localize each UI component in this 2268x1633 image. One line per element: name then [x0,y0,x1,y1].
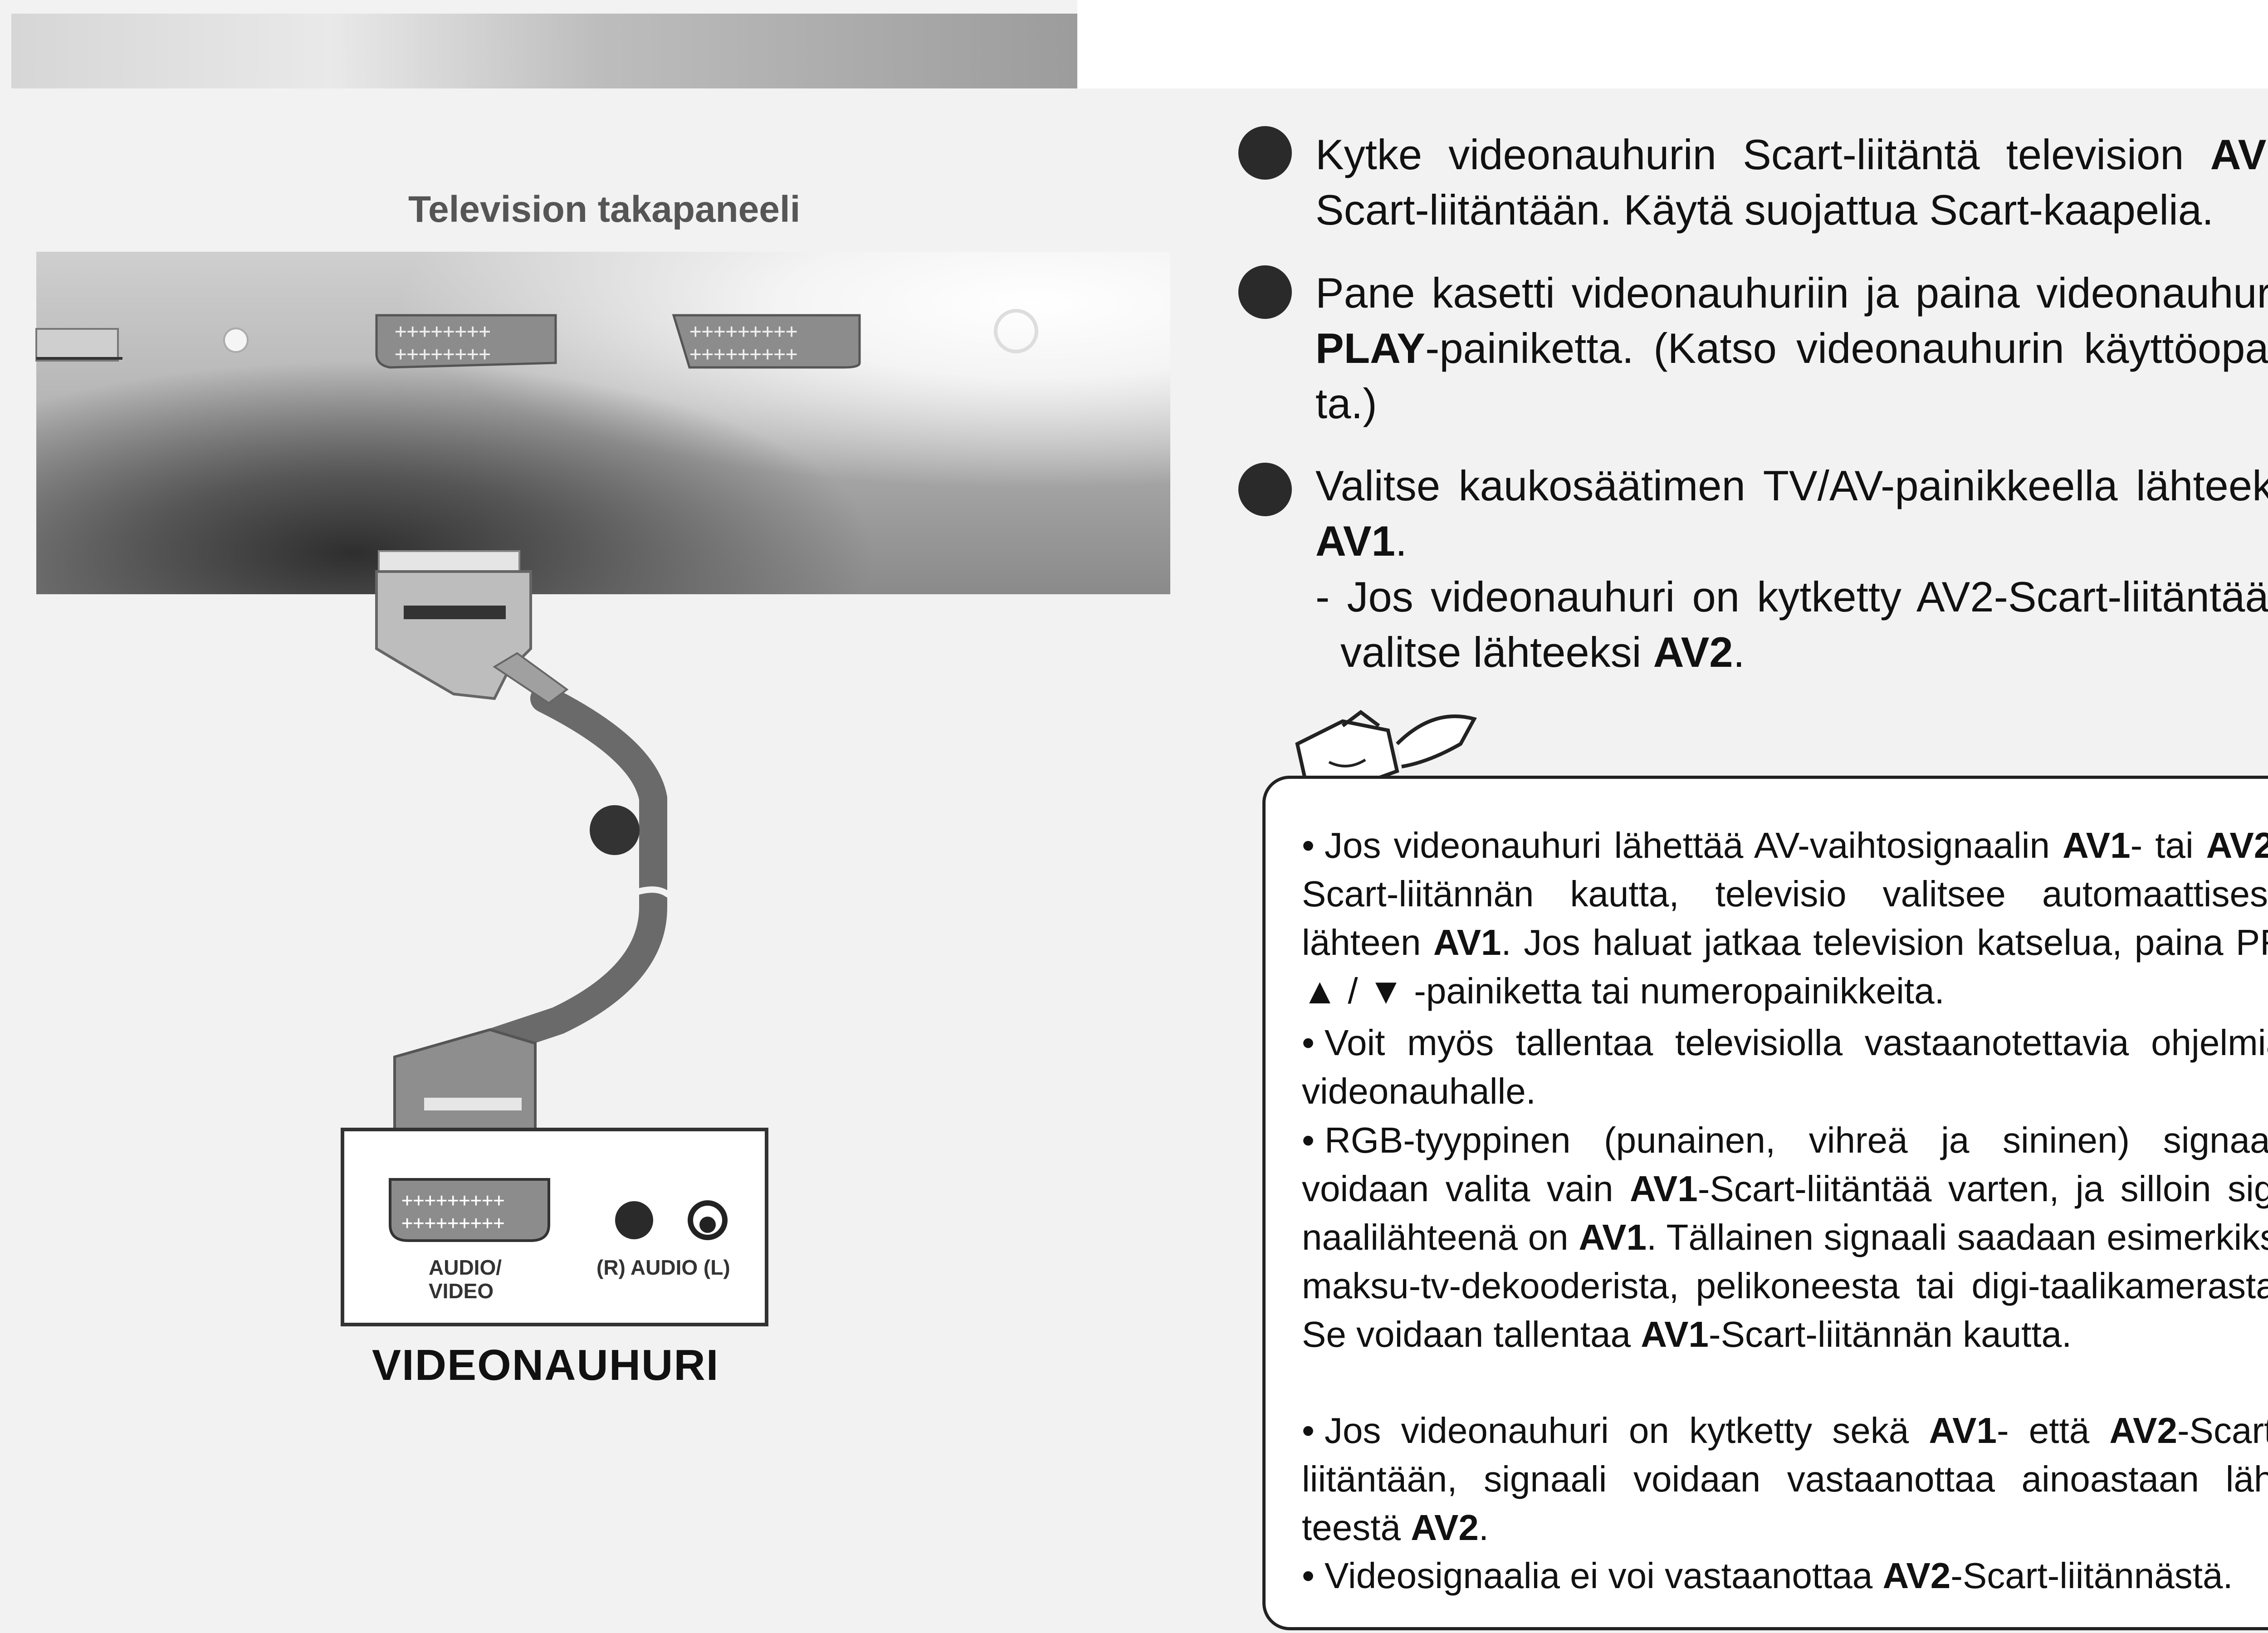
vcr-scart-port-icon [389,1178,550,1242]
svg-text:+++++++++: +++++++++ [401,1212,505,1234]
vcr-unit-icon: +++++++++ +++++++++ [341,1128,768,1326]
note-4: •Jos videonauhuri on kytketty sekä AV1- … [1302,1410,2268,1548]
step-2-bullet-icon [1238,265,1292,319]
antenna-port-icon [35,328,122,362]
vcr-audio-video-label: AUDIO/ VIDEO [429,1256,502,1303]
note-1: •Jos videonauhuri lähettää AV-vaihtosign… [1302,825,2268,1011]
step-1-text: Kytke videonauhurin Scart-liitäntä telev… [1315,131,2268,234]
scart-cable [449,684,667,1066]
svg-text:++++++++: ++++++++ [395,320,491,343]
rear-panel-title: Television takapaneeli [408,189,801,230]
scart-av2-port-icon: +++++++++ +++++++++ [672,314,861,369]
note-3: •RGB-tyyppinen (punainen, vihreä ja sini… [1302,1120,2268,1354]
header-blank [1077,0,2268,88]
vcr-audio-rl-label: (R) AUDIO (L) [596,1256,730,1279]
notes-box [1262,776,2268,1630]
header-gradient-bar [11,14,1077,88]
cable-ferrite-icon [590,805,640,855]
panel-jack-icon [223,328,249,353]
step-3-bullet-icon [1238,463,1292,516]
note-2: •Voit myös tallentaa televisiolla vastaa… [1302,1022,2268,1111]
scart-plug-bottom-icon [393,1028,537,1140]
panel-round-jack-icon [994,309,1038,353]
vcr-audio-r-jack-icon [615,1201,653,1239]
cable-break-mark [625,886,709,901]
vcr-label: VIDEONAUHURI [372,1341,719,1389]
svg-text:+++++++++: +++++++++ [689,342,797,366]
scart-av1-port-icon: ++++++++ ++++++++ [375,314,557,369]
svg-text:+++++++++: +++++++++ [689,320,797,343]
step-3-subnote: - Jos videonauhuri on kytketty AV2-Scart… [1315,573,2268,676]
mascot-hand-icon [1295,710,1477,792]
step-2-text: Pane kasetti videonauhuriin ja paina vid… [1315,269,2268,427]
scart-plug-top-icon [375,550,569,704]
step-3-text: Valitse kaukosäätimen TV/AV-painikkeella… [1315,462,2268,565]
svg-text:+++++++++: +++++++++ [401,1189,505,1211]
note-5: •Videosignaalia ei voi vastaanottaa AV2-… [1302,1555,2233,1596]
svg-text:++++++++: ++++++++ [395,342,491,366]
step-1-bullet-icon [1238,126,1292,180]
tv-rear-panel [36,252,1170,594]
